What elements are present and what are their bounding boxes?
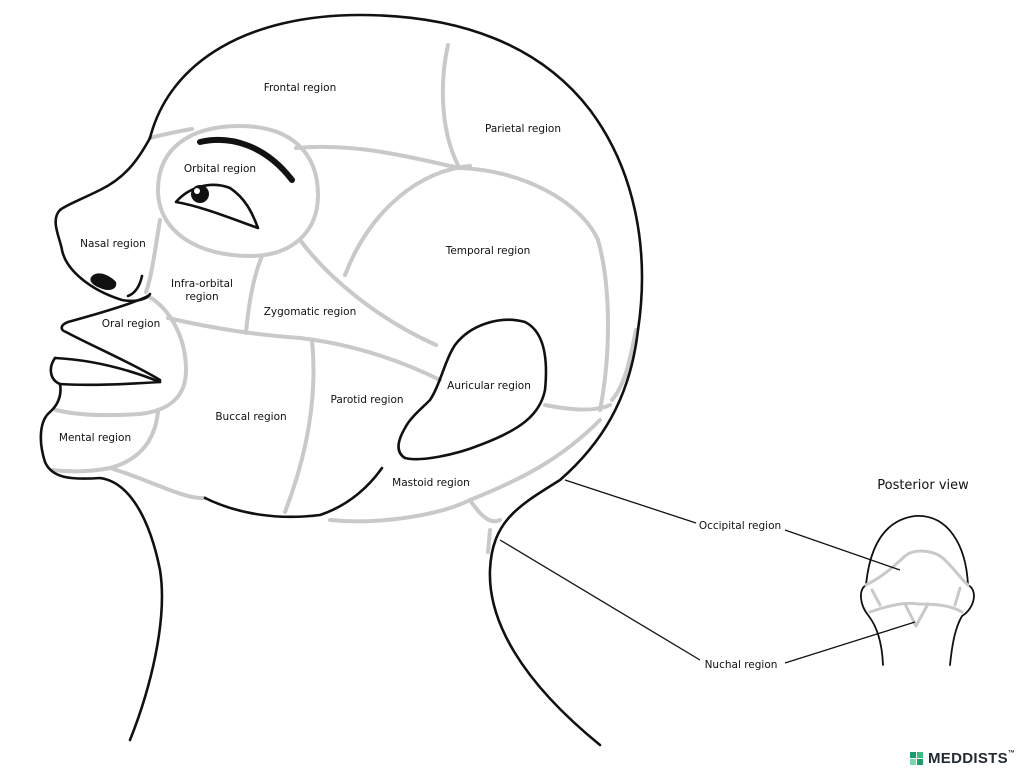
oral-boundary bbox=[54, 294, 188, 418]
brand-name: MEDDISTS™ bbox=[928, 750, 1016, 767]
brand-mark-icon bbox=[910, 751, 924, 766]
label-parietal: Parietal region bbox=[485, 123, 561, 135]
occipital-leader bbox=[564, 479, 697, 524]
label-parotid: Parotid region bbox=[330, 394, 403, 406]
label-zygomatic: Zygomatic region bbox=[264, 306, 357, 318]
iris bbox=[191, 185, 209, 203]
region-boundaries bbox=[50, 43, 638, 554]
nuchal-leader-inset bbox=[784, 621, 916, 664]
label-temporal: Temporal region bbox=[445, 245, 531, 257]
label-oral: Oral region bbox=[102, 318, 160, 330]
skull-outline bbox=[148, 13, 644, 747]
nuchal-leader bbox=[499, 539, 701, 661]
upper-lip bbox=[60, 294, 162, 382]
eye bbox=[174, 183, 260, 230]
lower-lip bbox=[49, 356, 162, 387]
temporal-boundary bbox=[294, 144, 610, 412]
lip-line bbox=[53, 356, 162, 384]
label-frontal: Frontal region bbox=[264, 82, 336, 94]
nostril bbox=[90, 273, 117, 290]
label-orbital: Orbital region bbox=[184, 163, 256, 175]
chin bbox=[39, 382, 164, 742]
head-outline bbox=[39, 13, 644, 747]
face-profile bbox=[54, 136, 152, 303]
label-occipital: Occipital region bbox=[699, 520, 781, 532]
jawline bbox=[203, 466, 384, 519]
occipital-leader-inset bbox=[784, 529, 901, 571]
label-infraorbital-2: region bbox=[185, 291, 218, 303]
posterior-head-outline bbox=[860, 515, 975, 666]
orbital-boundary bbox=[156, 124, 320, 258]
eyebrow bbox=[197, 136, 295, 183]
posterior-view-inset bbox=[860, 515, 975, 666]
nuchal-boundary bbox=[468, 498, 502, 554]
parietal-boundary bbox=[440, 43, 460, 167]
leader-lines bbox=[499, 479, 916, 664]
ear bbox=[397, 318, 548, 461]
label-auricular: Auricular region bbox=[447, 380, 531, 392]
label-mastoid: Mastoid region bbox=[392, 477, 470, 489]
label-nuchal: Nuchal region bbox=[705, 659, 778, 671]
region-labels: Frontal region Parietal region Orbital r… bbox=[59, 82, 969, 671]
label-nasal: Nasal region bbox=[80, 238, 146, 250]
nose-wing bbox=[126, 274, 144, 298]
label-buccal: Buccal region bbox=[215, 411, 286, 423]
label-infraorbital-1: Infra-orbital bbox=[171, 278, 233, 290]
inset-title: Posterior view bbox=[877, 478, 969, 493]
brand-logo: MEDDISTS™ bbox=[910, 750, 1015, 767]
label-mental: Mental region bbox=[59, 432, 131, 444]
